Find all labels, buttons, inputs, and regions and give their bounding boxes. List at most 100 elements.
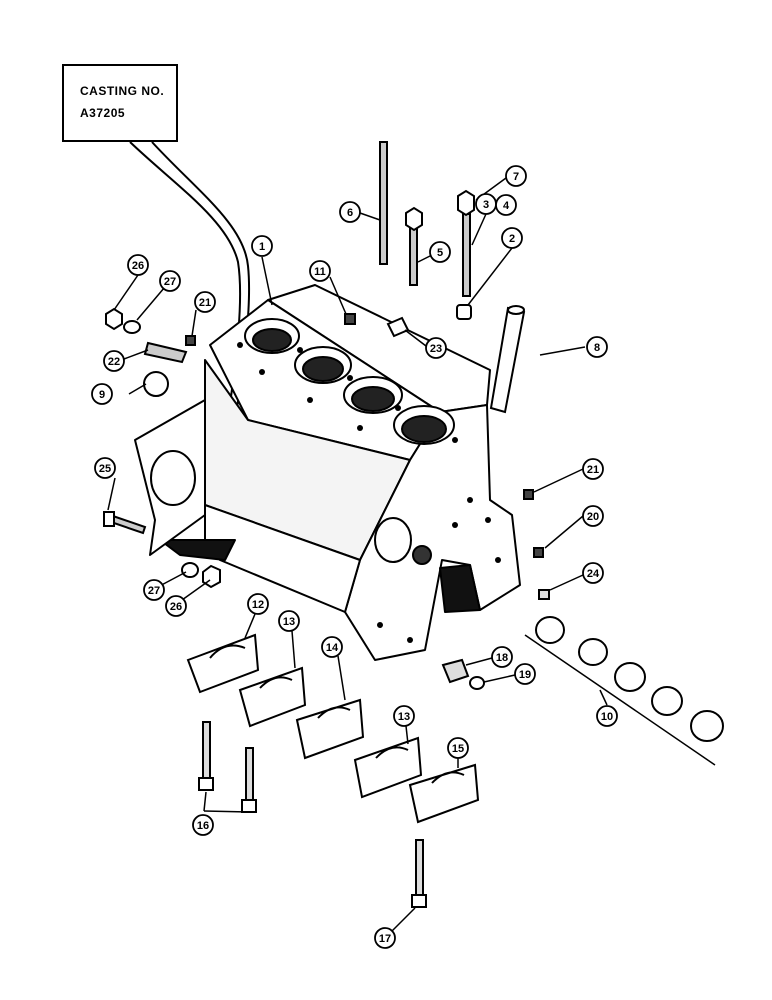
casting-label-line2: A37205	[80, 106, 126, 120]
long-stud	[379, 141, 388, 265]
callout: 24	[582, 562, 604, 584]
callout: 27	[143, 579, 165, 601]
callout: 21	[194, 291, 216, 313]
callout-circle	[514, 663, 536, 685]
cap-bolt-16-a	[202, 721, 211, 785]
bearing-cap-12	[186, 633, 260, 694]
callout-label: 11	[314, 266, 326, 278]
callout-label: 25	[99, 463, 111, 475]
callout-circle	[425, 337, 447, 359]
callout-circle	[501, 227, 523, 249]
callout-circle	[429, 241, 451, 263]
callout-circle	[339, 201, 361, 223]
pipe-plug-11	[344, 313, 356, 325]
engine-block	[134, 284, 521, 661]
cam-bearing	[614, 662, 646, 692]
callout-circle	[495, 194, 517, 216]
callout-circle	[165, 595, 187, 617]
cylinder-bores	[244, 318, 455, 445]
block-bolt-holes	[237, 342, 501, 643]
dipstick-tube	[489, 306, 526, 414]
callout-label: 27	[148, 585, 160, 597]
callout: 11	[309, 260, 331, 282]
callout: 12	[247, 593, 269, 615]
main-bearing-caps	[186, 633, 480, 824]
pipe-plug-20	[533, 547, 544, 558]
callout-label: 22	[108, 356, 120, 368]
bearing-cap-13-front	[353, 736, 423, 799]
bearing-cap-13-rear	[238, 666, 307, 728]
callout-circle	[94, 457, 116, 479]
callout: 22	[103, 350, 125, 372]
callout-circle	[582, 562, 604, 584]
callout: 7	[505, 165, 527, 187]
callout-label: 6	[347, 207, 353, 219]
drain-cock	[386, 316, 410, 338]
cap-bolt-16-b	[245, 747, 254, 807]
callout-circle	[91, 383, 113, 405]
callout: 20	[582, 505, 604, 527]
bolt-hole	[407, 637, 413, 643]
callout-label: 21	[587, 464, 599, 476]
leader-lines	[107, 177, 608, 934]
callout-label: 8	[594, 342, 600, 354]
block-front-opening	[439, 564, 481, 613]
expansion-plug-24	[538, 589, 550, 600]
callout: 5	[429, 241, 451, 263]
callout-circle	[505, 165, 527, 187]
cylinder-bore-3-inner	[351, 386, 395, 412]
callout: 17	[374, 927, 396, 949]
callout-label: 12	[252, 599, 264, 611]
cam-bearing	[578, 638, 608, 666]
callout: 26	[127, 254, 149, 276]
cap-bolt-16-b-head	[241, 799, 257, 813]
callout: 10	[596, 705, 618, 727]
callout: 2	[501, 227, 523, 249]
plug-18	[441, 658, 470, 684]
bolt-hole	[347, 375, 353, 381]
callout-circle	[192, 814, 214, 836]
cap-bolts	[198, 721, 427, 908]
callouts: 1 2 3 4 5 6 7 8 9 10 11 12 13 13 14 15 1…	[91, 165, 618, 949]
bolt-25-head	[103, 511, 115, 527]
callout-circle	[194, 291, 216, 313]
callout-label: 20	[587, 511, 599, 523]
callout-label: 17	[379, 933, 391, 945]
callout-circle	[582, 458, 604, 480]
stud-22	[143, 341, 188, 364]
callout-label: 27	[164, 276, 176, 288]
callout: 16	[192, 814, 214, 836]
bolt-hole	[307, 397, 313, 403]
washer-27-upper	[123, 320, 141, 334]
casting-label-line1: CASTING NO.	[80, 84, 165, 98]
o-ring-9	[143, 371, 169, 397]
front-bore	[374, 517, 412, 563]
callout: 23	[425, 337, 447, 359]
callout-label: 26	[170, 601, 182, 613]
callout-circle	[247, 593, 269, 615]
cylinder-bore-2-inner	[302, 356, 344, 382]
callout-label: 26	[132, 260, 144, 272]
dowel-bushing	[456, 304, 472, 320]
short-stud	[409, 224, 418, 286]
bolt-hole	[395, 405, 401, 411]
callout-circle	[309, 260, 331, 282]
callout-label: 18	[496, 652, 508, 664]
callout: 25	[94, 457, 116, 479]
callout-circle	[143, 579, 165, 601]
front-port	[412, 545, 432, 565]
bolt-hole	[259, 369, 265, 375]
head-stud-nut	[457, 189, 475, 217]
stud-nut	[405, 206, 423, 232]
callout: 6	[339, 201, 361, 223]
callout-circle	[321, 636, 343, 658]
bolt-hole	[485, 517, 491, 523]
pipe-plug-21-front	[523, 489, 534, 500]
callout: 18	[491, 646, 513, 668]
callout-label: 15	[452, 743, 464, 755]
callout: 13	[393, 705, 415, 727]
casting-number-box: CASTING NO. A37205	[62, 64, 178, 142]
callout-label: 4	[503, 200, 510, 212]
callout-circle	[251, 235, 273, 257]
